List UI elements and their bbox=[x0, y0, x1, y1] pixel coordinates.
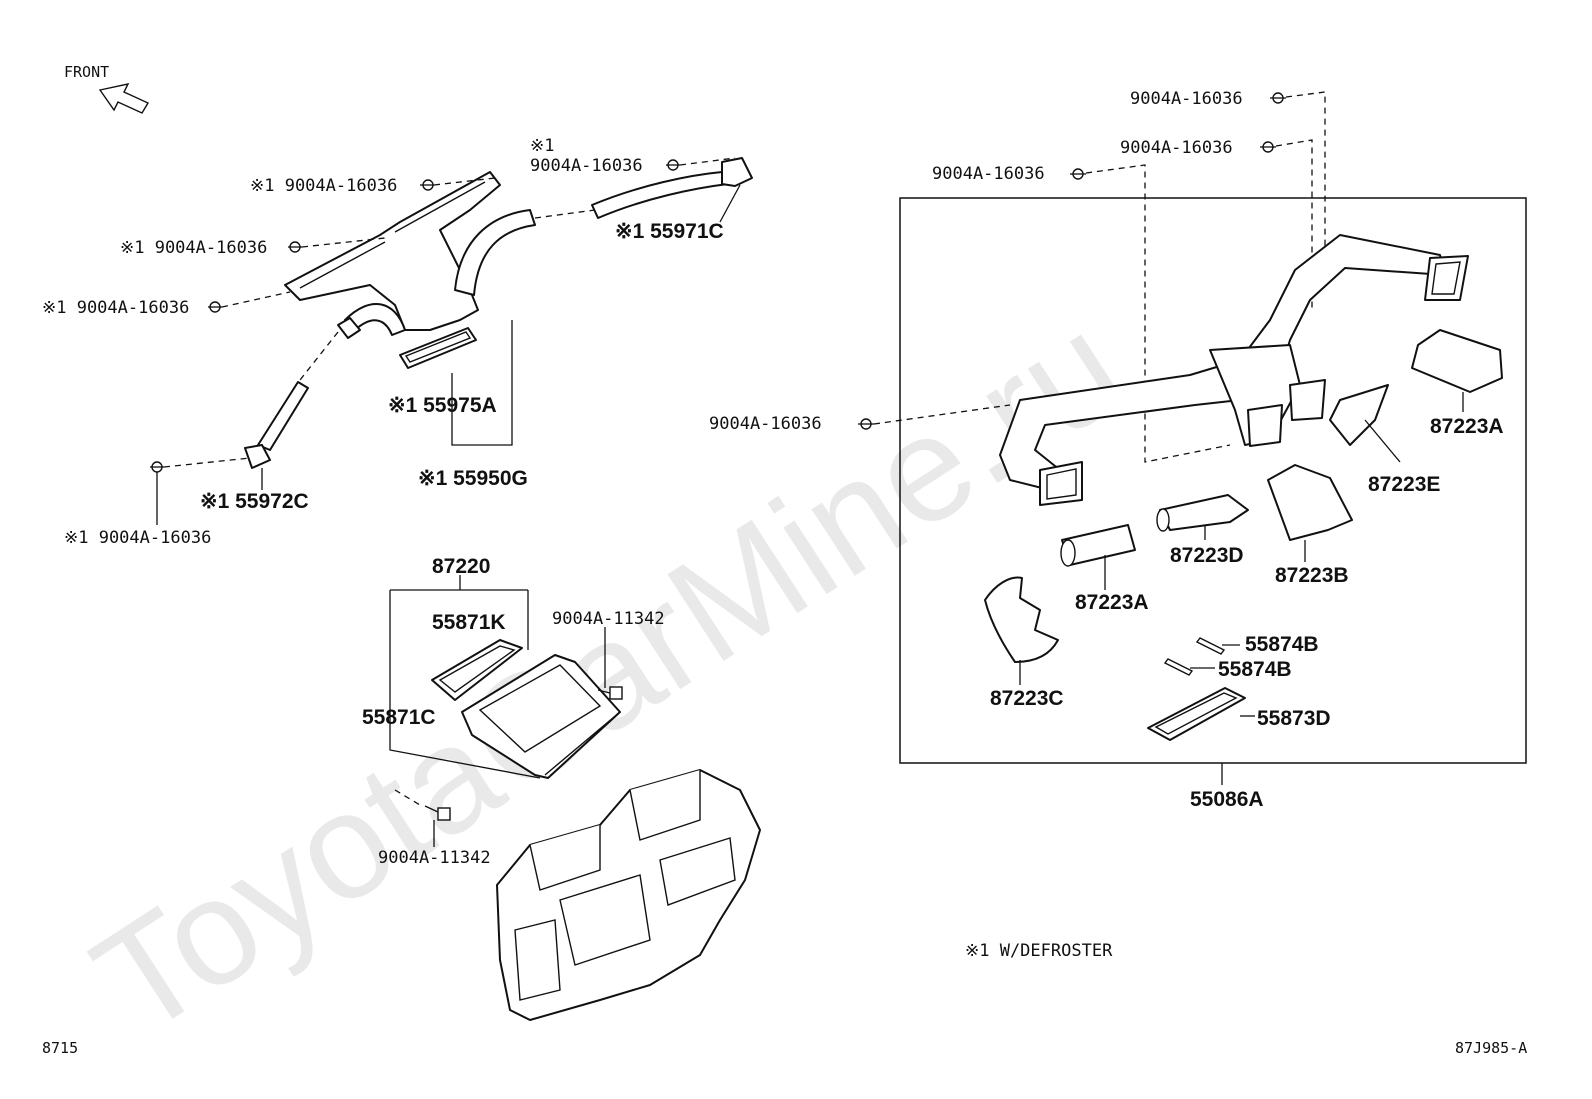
part-87223c bbox=[984, 576, 1059, 663]
duct-55972c bbox=[257, 381, 309, 451]
part-87223a-upper bbox=[1411, 329, 1503, 393]
heater-detail bbox=[514, 919, 561, 1001]
duct-55972c-end bbox=[244, 444, 271, 469]
label-part-55874b-1: 55874B bbox=[1245, 633, 1319, 656]
duct-assembly-group: 9004A-16036 9004A-16036 9004A-16036 9004… bbox=[709, 89, 1527, 811]
label-filter-assy-87220: 87220 bbox=[432, 555, 490, 578]
heater-detail bbox=[529, 825, 601, 891]
label-fastener-defroster-a: ※1 9004A-16036 bbox=[250, 176, 397, 196]
part-87223e bbox=[1329, 384, 1389, 446]
duct-outlet-right-inner bbox=[1431, 261, 1461, 295]
label-part-87223e: 87223E bbox=[1368, 473, 1440, 496]
label-defroster-mark: ※1 bbox=[530, 136, 554, 156]
clip-icon bbox=[1270, 92, 1286, 104]
heater-detail bbox=[659, 837, 736, 906]
label-fastener-defroster-b: ※1 9004A-16036 bbox=[120, 238, 267, 258]
heater-detail bbox=[629, 770, 701, 841]
gasket-55975a-inner bbox=[404, 331, 472, 363]
clip-icon bbox=[1260, 141, 1276, 153]
label-part-55874b-2: 55874B bbox=[1218, 658, 1292, 681]
duct-outlet-left-inner bbox=[1046, 468, 1077, 500]
screw-icon bbox=[597, 686, 623, 700]
label-fastener-right-3: 9004A-16036 bbox=[932, 164, 1045, 184]
label-duct-55972c: ※1 55972C bbox=[200, 490, 309, 513]
label-fastener-right-4: 9004A-16036 bbox=[709, 414, 822, 434]
clip-icon bbox=[208, 301, 222, 313]
duct-55971c-end bbox=[721, 157, 753, 187]
label-part-87223a-upper: 87223A bbox=[1430, 415, 1504, 438]
center-outlet-a bbox=[1247, 404, 1283, 447]
part-55873d-inner bbox=[1154, 692, 1238, 735]
part-87223d-end bbox=[1156, 508, 1170, 532]
part-55874b-2 bbox=[1163, 658, 1194, 676]
label-gasket-55975a: ※1 55975A bbox=[388, 394, 497, 417]
label-fastener-right-1: 9004A-16036 bbox=[1130, 89, 1243, 109]
clip-icon bbox=[420, 179, 434, 191]
label-part-87223b: 87223B bbox=[1275, 564, 1349, 587]
center-outlet-b bbox=[1289, 379, 1326, 421]
part-87223b bbox=[1267, 464, 1353, 541]
part-55874b-1 bbox=[1195, 637, 1226, 655]
part-87223a-lower-end bbox=[1060, 539, 1076, 567]
filter-group: 87220 55871K 55871C 9004A-11342 9004A-11… bbox=[362, 555, 761, 1021]
label-gasket-55871k: 55871K bbox=[432, 611, 506, 634]
screw-icon bbox=[424, 805, 451, 821]
label-nozzle-55950g: ※1 55950G bbox=[418, 467, 528, 490]
label-fastener-defroster-c: ※1 9004A-16036 bbox=[42, 298, 189, 318]
clip-icon bbox=[666, 159, 680, 171]
page-code-right: 87J985-A bbox=[1455, 1039, 1527, 1057]
front-label: FRONT bbox=[64, 63, 109, 81]
case-55871c-opening bbox=[478, 664, 602, 753]
part-87223d bbox=[1159, 494, 1249, 531]
defroster-group: ※1 9004A-16036 ※1 9004A-16036 ※1 9004A-1… bbox=[42, 136, 753, 548]
clip-icon bbox=[288, 241, 302, 253]
page-code-left: 8715 bbox=[42, 1039, 78, 1057]
label-duct-assy-55086a: 55086A bbox=[1190, 788, 1264, 811]
label-part-55873d: 55873D bbox=[1257, 707, 1331, 730]
footnote-defroster: ※1 W/DEFROSTER bbox=[965, 941, 1113, 961]
case-55871c-edge bbox=[544, 711, 621, 776]
duct-55972c-joint bbox=[337, 317, 361, 339]
nozzle-right-branch bbox=[454, 209, 536, 296]
clip-icon bbox=[150, 461, 164, 473]
label-screw-upper: 9004A-11342 bbox=[552, 609, 665, 629]
gasket-55871k-inner bbox=[438, 645, 516, 693]
label-case-55871c: 55871C bbox=[362, 706, 436, 729]
label-screw-lower: 9004A-11342 bbox=[378, 848, 491, 868]
label-fastener-defroster-d: ※1 9004A-16036 bbox=[64, 528, 211, 548]
nozzle-detail bbox=[299, 181, 486, 289]
defroster-nozzle bbox=[284, 171, 501, 331]
label-fastener-defroster-e: 9004A-16036 bbox=[530, 156, 643, 176]
front-indicator: FRONT bbox=[64, 63, 150, 114]
heater-detail bbox=[559, 874, 651, 966]
label-fastener-right-2: 9004A-16036 bbox=[1120, 138, 1233, 158]
label-part-87223c: 87223C bbox=[990, 687, 1064, 710]
duct-assembly-frame bbox=[899, 197, 1527, 764]
clip-icon bbox=[1070, 168, 1086, 180]
label-duct-55971c: ※1 55971C bbox=[615, 220, 724, 243]
duct-55971c bbox=[591, 171, 729, 219]
label-part-87223d: 87223D bbox=[1170, 544, 1244, 567]
label-part-87223a-lower: 87223A bbox=[1075, 591, 1149, 614]
clip-icon bbox=[858, 418, 874, 430]
front-arrow-icon bbox=[98, 83, 150, 114]
